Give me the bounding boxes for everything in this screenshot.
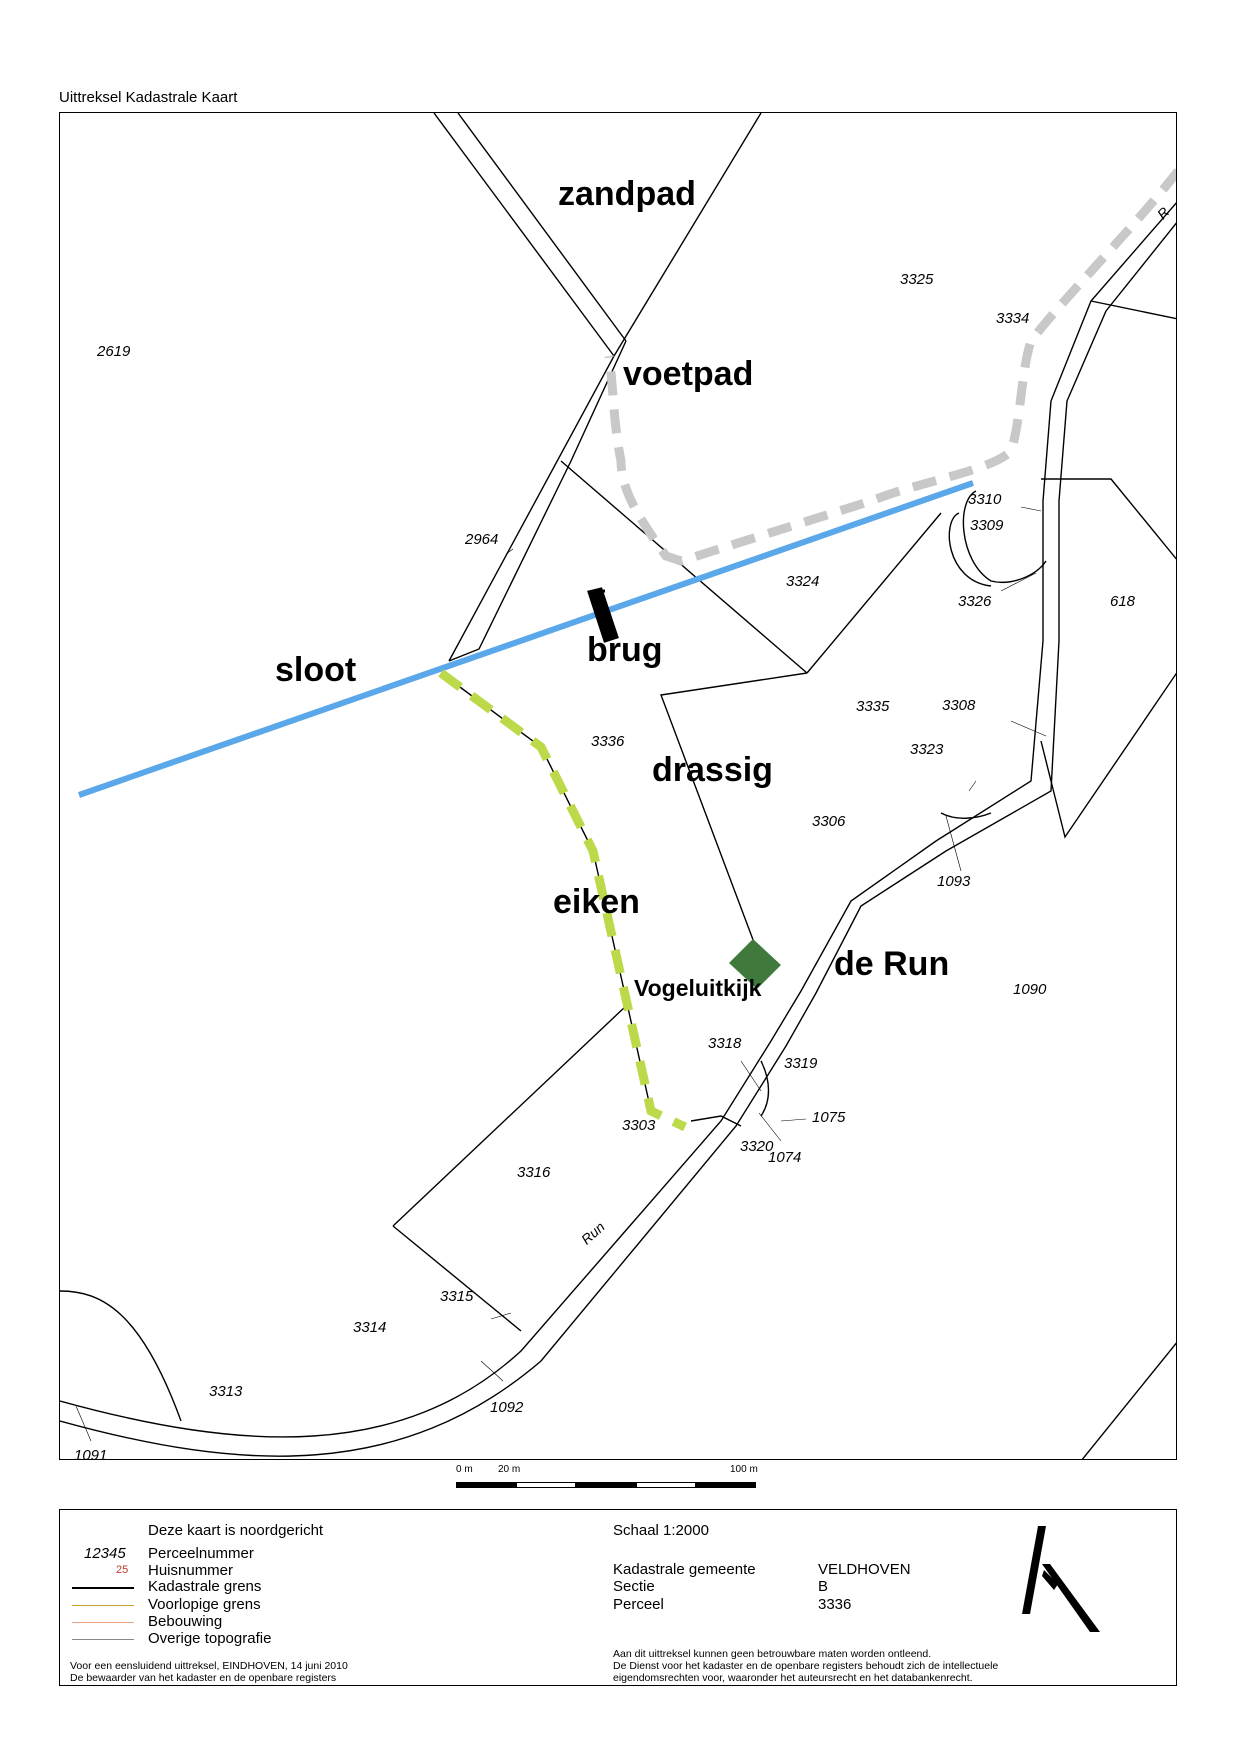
parcel-number: 1075 xyxy=(812,1109,846,1126)
parcel-number: 3319 xyxy=(784,1055,818,1072)
parcel-number: 3323 xyxy=(910,741,944,758)
scale-bar: 0 m 20 m 100 m xyxy=(456,1464,776,1494)
scale-segment xyxy=(516,1482,576,1488)
scale-segment xyxy=(636,1482,696,1488)
parcel-number: 3315 xyxy=(440,1288,474,1305)
legend-perceel-value: 3336 xyxy=(818,1596,852,1613)
parcel-number: 3316 xyxy=(517,1164,551,1181)
eiken-boundary xyxy=(438,669,687,1132)
parcel-number: 3303 xyxy=(622,1117,656,1134)
map-canvas xyxy=(60,113,1176,1459)
label-drassig: drassig xyxy=(652,751,773,789)
parcel-boundaries xyxy=(60,113,1176,1459)
legend-label-kadastrale-grens: Kadastrale grens xyxy=(148,1578,262,1595)
legend-sample-perceelnummer: 12345 xyxy=(84,1545,126,1562)
parcel-number: 3326 xyxy=(958,593,992,610)
legend-perceel-label: Perceel xyxy=(613,1596,664,1613)
legend-label-huisnummer: Huisnummer xyxy=(148,1562,234,1579)
parcel-number: 3310 xyxy=(968,491,1002,508)
voetpad-path xyxy=(604,168,1176,566)
legend-line-overige-topografie xyxy=(72,1639,134,1640)
legend-scale: Schaal 1:2000 xyxy=(613,1522,709,1539)
legend-sample-huisnummer: 25 xyxy=(116,1564,129,1576)
document-title: Uittreksel Kadastrale Kaart xyxy=(59,89,238,106)
scale-segment xyxy=(696,1482,756,1488)
leader-lines xyxy=(75,506,1047,1442)
legend-line-voorlopige-grens xyxy=(72,1605,134,1606)
scale-segment xyxy=(456,1482,516,1488)
legend-line-kadastrale-grens xyxy=(72,1587,134,1589)
vogeluitkijk-building xyxy=(729,939,781,989)
parcel-number: 1091 xyxy=(74,1447,108,1460)
parcel-number: 3314 xyxy=(353,1319,387,1336)
parcel-number: 618 xyxy=(1110,593,1136,610)
legend-disclaimer-3: eigendomsrechten voor, waaronder het aut… xyxy=(613,1672,973,1684)
legend-gemeente-value: VELDHOVEN xyxy=(818,1561,911,1578)
parcel-number: 3320 xyxy=(740,1138,774,1155)
legend-line-bebouwing xyxy=(72,1622,134,1623)
scale-label-0: 0 m xyxy=(456,1464,473,1475)
legend-sectie-value: B xyxy=(818,1578,829,1595)
parcel-number: 3306 xyxy=(812,813,846,830)
label-voetpad: voetpad xyxy=(623,355,754,393)
legend-panel: Deze kaart is noordgericht 12345 Perceel… xyxy=(59,1509,1177,1686)
parcel-number: 3324 xyxy=(786,573,820,590)
kadaster-logo xyxy=(1022,1526,1100,1632)
label-vogeluitkijk: Vogeluitkijk xyxy=(634,975,762,1001)
legend-gemeente-label: Kadastrale gemeente xyxy=(613,1561,756,1578)
parcel-number: 3325 xyxy=(900,271,934,288)
label-de-run: de Run xyxy=(834,945,950,983)
legend-label-perceelnummer: Perceelnummer xyxy=(148,1545,254,1562)
legend-footer-line2: De bewaarder van het kadaster en de open… xyxy=(70,1672,337,1684)
parcel-number: 3318 xyxy=(708,1035,742,1052)
legend-disclaimer-1: Aan dit uittreksel kunnen geen betrouwba… xyxy=(613,1648,932,1660)
legend-orientation: Deze kaart is noordgericht xyxy=(148,1522,324,1539)
parcel-number: 2964 xyxy=(465,531,499,548)
legend-sectie-label: Sectie xyxy=(613,1578,655,1595)
scale-segment xyxy=(576,1482,636,1488)
parcel-number: 1092 xyxy=(490,1399,524,1416)
legend-label-overige-topografie: Overige topografie xyxy=(148,1630,272,1647)
label-sloot: sloot xyxy=(275,651,357,689)
parcel-number: 1090 xyxy=(1013,981,1047,998)
legend-footer-line1: Voor een eensluidend uittreksel, EINDHOV… xyxy=(70,1660,348,1672)
parcel-number: 3334 xyxy=(996,310,1030,327)
parcel-number: 2619 xyxy=(97,343,131,360)
scale-label-20: 20 m xyxy=(498,1464,521,1475)
parcel-number: 1093 xyxy=(937,873,971,890)
parcel-number: 3309 xyxy=(970,517,1004,534)
label-zandpad: zandpad xyxy=(558,175,696,213)
parcel-number: 3335 xyxy=(856,698,890,715)
scale-label-100: 100 m xyxy=(730,1464,758,1475)
parcel-number: 3308 xyxy=(942,697,976,714)
legend-label-bebouwing: Bebouwing xyxy=(148,1613,223,1630)
sloot-waterway xyxy=(78,480,974,798)
label-eiken: eiken xyxy=(553,883,640,921)
parcel-number: 3313 xyxy=(209,1383,243,1400)
parcel-number: 1074 xyxy=(768,1149,802,1166)
brug-bridge xyxy=(587,587,619,643)
parcel-number: 3336 xyxy=(591,733,625,750)
legend-label-voorlopige-grens: Voorlopige grens xyxy=(148,1596,261,1613)
legend-disclaimer-2: De Dienst voor het kadaster en de openba… xyxy=(613,1660,999,1672)
cadastral-map[interactable]: zandpad voetpad sloot brug drassig eiken… xyxy=(59,112,1177,1460)
label-brug: brug xyxy=(587,631,663,669)
